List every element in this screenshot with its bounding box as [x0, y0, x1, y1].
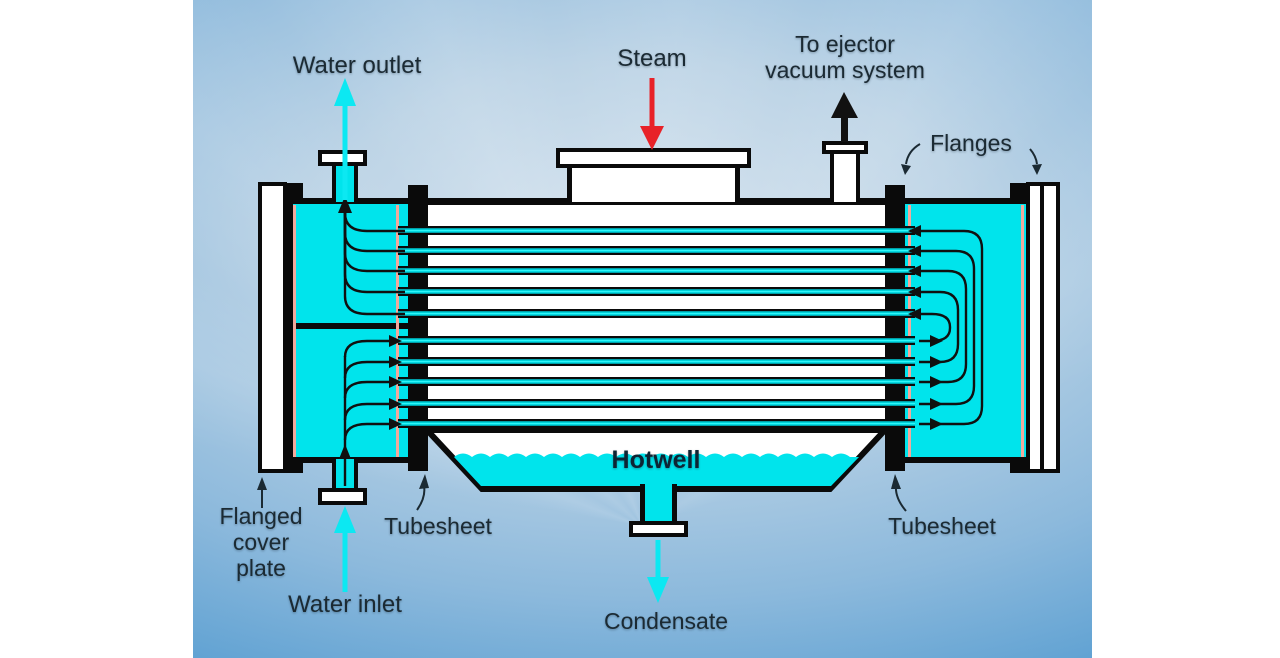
- label-steam: Steam: [617, 45, 687, 72]
- condensate-drain-flange: [629, 521, 688, 537]
- label-hotwell: Hotwell: [611, 446, 701, 474]
- condenser-tube: [398, 266, 915, 275]
- gasket-line: [293, 205, 296, 457]
- steam-inlet-flange: [556, 148, 751, 168]
- water-outlet-flange: [318, 150, 367, 166]
- pass-partition-plate: [287, 323, 408, 329]
- left-water-box-ear-top: [287, 183, 303, 199]
- gasket-line: [396, 205, 399, 457]
- condenser-tube: [398, 287, 915, 296]
- right-water-box-ear-top: [1010, 183, 1026, 199]
- label-condensate: Condensate: [603, 608, 729, 634]
- right-water-box-ear-bottom: [1010, 457, 1026, 473]
- condenser-tube: [398, 246, 915, 255]
- right-cover-flange-joint: [1040, 182, 1044, 473]
- label-ejector-line1: To ejector: [795, 31, 895, 57]
- condenser-tube: [398, 377, 915, 386]
- condenser-tube: [398, 226, 915, 235]
- label-ejector-line2: vacuum system: [765, 57, 925, 83]
- ejector-vacuum-flange: [822, 141, 868, 154]
- water-outlet-nozzle: [332, 162, 358, 202]
- left-flanged-cover-plate: [258, 182, 287, 473]
- hotwell-water: [454, 453, 859, 486]
- label-ejector: To ejector vacuum system: [725, 31, 965, 83]
- left-water-box-ear-bottom: [287, 457, 303, 473]
- water-inlet-flange: [318, 488, 367, 505]
- gasket-line: [1021, 205, 1024, 457]
- label-flanged-cover-line1: Flanged: [219, 503, 303, 529]
- right-water-box: [905, 198, 1026, 463]
- label-flanged-cover-line3: plate: [236, 555, 286, 581]
- label-flanged-cover-line2: cover: [232, 529, 290, 555]
- ejector-vacuum-pipe: [830, 152, 860, 202]
- steam-inlet-duct: [567, 166, 740, 202]
- label-tubesheet-right: Tubesheet: [888, 513, 996, 539]
- label-water-inlet: Water inlet: [288, 591, 402, 618]
- gasket-line: [908, 205, 911, 457]
- condenser-tube: [398, 336, 915, 345]
- condenser-tube: [398, 309, 915, 318]
- label-tubesheet-left: Tubesheet: [384, 513, 492, 539]
- label-flanged-cover-plate: Flanged cover plate: [201, 503, 321, 581]
- left-water-box: [287, 198, 408, 463]
- condenser-diagram: Water outlet Steam To ejector vacuum sys…: [193, 0, 1092, 658]
- label-water-outlet: Water outlet: [292, 52, 422, 79]
- condenser-tube: [398, 399, 915, 408]
- condenser-tube: [398, 357, 915, 366]
- condenser-tube: [398, 419, 915, 428]
- condensate-drain-nozzle: [640, 484, 677, 524]
- label-flanges: Flanges: [930, 130, 1012, 156]
- hotwell-basin: [420, 427, 892, 492]
